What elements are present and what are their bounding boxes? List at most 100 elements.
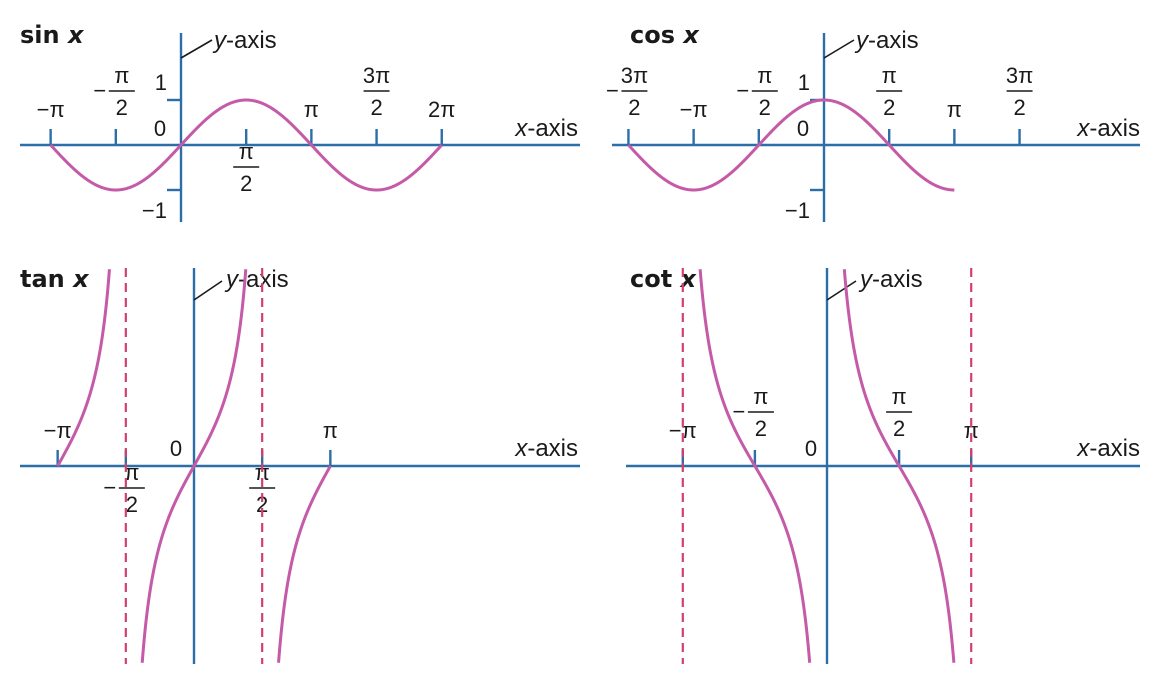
title-variable: x: [72, 265, 90, 293]
title-function: sin: [20, 21, 68, 49]
x-tick-fraction: π2: [886, 384, 913, 441]
x-tick-fraction: −π 2: [103, 460, 145, 517]
x-axis-label-text: -axis: [527, 115, 578, 142]
x-tick-label: π: [304, 97, 319, 122]
title-function: cot: [630, 265, 681, 293]
x-tick-fraction: −3π 2: [606, 63, 648, 120]
x-tick-fraction: π2: [876, 63, 903, 120]
chart-title: tan x: [20, 265, 90, 293]
y-axis-label-var: y: [224, 266, 240, 293]
curve-sin: [49, 98, 443, 192]
fraction-numerator: 3π: [621, 63, 648, 88]
title-variable: x: [67, 21, 85, 49]
fraction-numerator: π: [239, 139, 254, 164]
fraction-denominator: 2: [1013, 95, 1025, 120]
fraction-sign: −: [606, 78, 619, 103]
x-tick-fraction: 3π2: [363, 63, 390, 120]
y-tick-label: 1: [798, 70, 810, 95]
chart-title: sin x: [20, 21, 85, 49]
title-function: tan: [20, 265, 73, 293]
y-axis-label: y-axis: [858, 266, 923, 293]
curve-tan: [277, 465, 332, 663]
x-tick-fraction: 3π2: [1006, 63, 1033, 120]
x-axis-label-text: -axis: [1089, 115, 1140, 142]
fraction-numerator: π: [124, 460, 139, 485]
y-axis-label-pointer: [823, 39, 855, 59]
y-axis-label-pointer: [180, 39, 213, 59]
origin-label: 0: [797, 116, 809, 141]
x-axis-label: x-axis: [514, 115, 578, 142]
x-tick-fraction: −π 2: [732, 384, 774, 441]
fraction-numerator: π: [753, 384, 768, 409]
x-axis-label: x-axis: [1076, 115, 1140, 142]
fraction-denominator: 2: [755, 416, 767, 441]
fraction-sign: −: [732, 399, 745, 424]
title-variable: x: [682, 21, 700, 49]
x-axis-label: x-axis: [1076, 435, 1140, 462]
fraction-numerator: π: [255, 460, 270, 485]
fraction-denominator: 2: [116, 95, 128, 120]
fraction-denominator: 2: [256, 492, 268, 517]
x-tick-label: π: [947, 97, 962, 122]
y-axis-label: y-axis: [854, 27, 919, 54]
y-tick-label: 1: [155, 70, 167, 95]
chart-title: cos x: [630, 21, 700, 49]
y-axis-label-var: y: [854, 27, 870, 54]
y-axis-label: y-axis: [224, 266, 289, 293]
fraction-numerator: π: [757, 63, 772, 88]
fraction-sign: −: [736, 78, 749, 103]
x-tick-label: −π: [44, 418, 72, 443]
y-axis-label-text: -axis: [872, 266, 923, 293]
curve-cot: [698, 269, 812, 663]
fraction-denominator: 2: [759, 95, 771, 120]
fraction-sign: −: [103, 475, 116, 500]
x-tick-label: −π: [680, 97, 708, 122]
fraction-numerator: π: [882, 63, 897, 88]
x-axis-label-var: x: [514, 115, 528, 142]
fraction-denominator: 2: [893, 416, 905, 441]
curve-cos: [627, 98, 955, 192]
x-axis-label-text: -axis: [1089, 435, 1140, 462]
x-tick-label: 2π: [428, 97, 455, 122]
y-axis-label-pointer: [826, 280, 857, 301]
fraction-numerator: π: [892, 384, 907, 409]
fraction-numerator: 3π: [1006, 63, 1033, 88]
x-tick-label: π: [323, 418, 338, 443]
origin-label: 0: [154, 116, 166, 141]
fraction-denominator: 2: [126, 492, 138, 517]
curve-tan: [140, 269, 248, 663]
y-axis-label-pointer: [193, 280, 223, 301]
fraction-denominator: 2: [370, 95, 382, 120]
curve-cot: [842, 269, 956, 663]
x-tick-fraction: −π 2: [93, 63, 135, 120]
x-axis-label-text: -axis: [527, 435, 578, 462]
x-axis-label-var: x: [514, 435, 528, 462]
y-axis-label: y-axis: [212, 27, 277, 54]
x-tick-fraction: −π 2: [736, 63, 778, 120]
y-axis-label-text: -axis: [868, 27, 919, 54]
fraction-denominator: 2: [628, 95, 640, 120]
x-tick-label: π: [964, 418, 979, 443]
y-axis-label-var: y: [858, 266, 874, 293]
title-variable: x: [680, 265, 698, 293]
title-function: cos: [630, 21, 683, 49]
fraction-numerator: π: [114, 63, 129, 88]
y-axis-label-text: -axis: [226, 27, 277, 54]
x-axis-label-var: x: [1076, 115, 1090, 142]
fraction-denominator: 2: [240, 171, 252, 196]
fraction-denominator: 2: [883, 95, 895, 120]
x-axis-label: x-axis: [514, 435, 578, 462]
y-tick-label: −1: [142, 198, 167, 223]
origin-label: 0: [805, 436, 817, 461]
x-tick-fraction: π2: [249, 460, 276, 517]
x-axis-label-var: x: [1076, 435, 1090, 462]
y-tick-label: −1: [785, 198, 810, 223]
fraction-numerator: 3π: [363, 63, 390, 88]
chart-title: cot x: [630, 265, 698, 293]
fraction-sign: −: [93, 78, 106, 103]
